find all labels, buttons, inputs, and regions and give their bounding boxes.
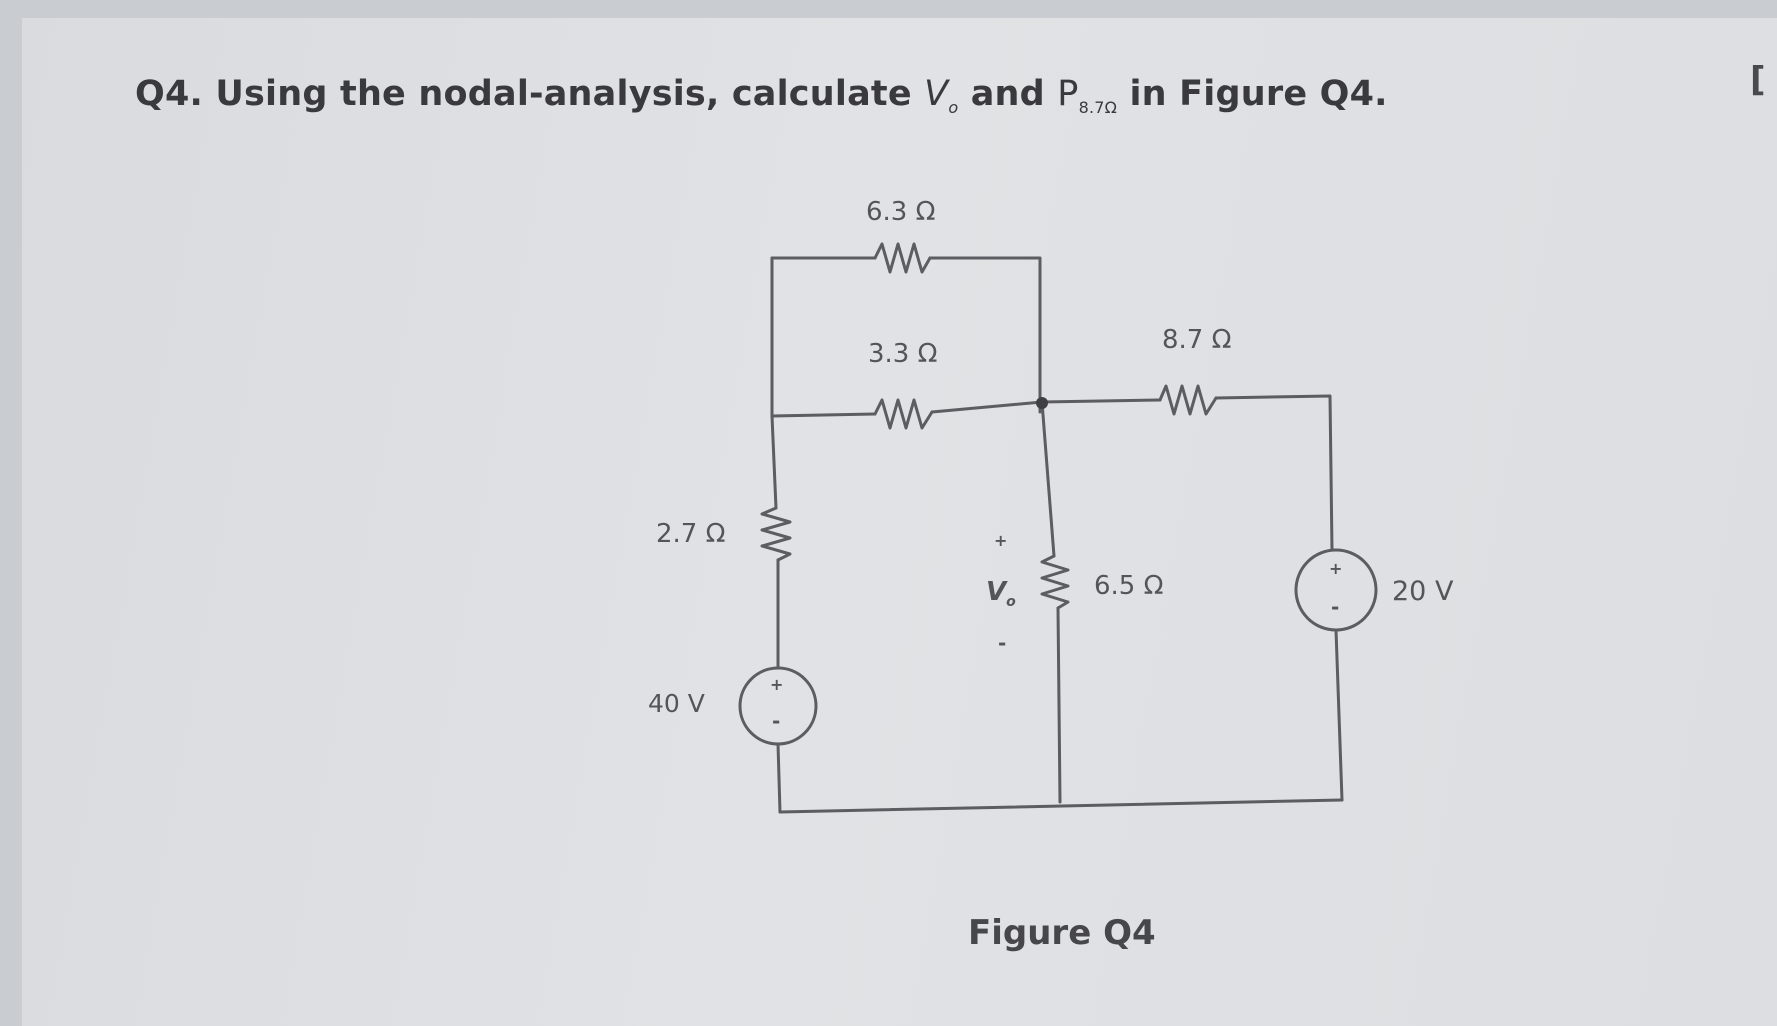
wire-mid-right-a	[1040, 398, 1162, 404]
document-sheet	[22, 18, 1777, 1026]
vo-label: Vo	[986, 577, 1016, 610]
label-20v: 20 V	[1392, 576, 1454, 607]
wire-left-a	[770, 414, 778, 510]
vo-plus: +	[994, 531, 1007, 550]
label-6-3: 6.3 Ω	[866, 197, 935, 227]
vo-symbol: Vo	[924, 74, 959, 117]
label-2-7: 2.7 Ω	[656, 519, 725, 549]
resistor-2-7	[760, 506, 792, 562]
src-left-plus: +	[770, 675, 783, 694]
src-left-minus: -	[772, 709, 780, 733]
question-text: Q4. Using the nodal-analysis, calculate …	[135, 74, 1388, 117]
vo-minus: -	[998, 631, 1006, 655]
wire-mid-right-b	[1214, 394, 1334, 552]
question-text-a: Using the nodal-analysis, calculate	[215, 74, 912, 114]
wire-center-b	[1056, 606, 1062, 804]
wire-top-right	[928, 256, 1042, 414]
label-6-5: 6.5 Ω	[1094, 571, 1163, 601]
wire-center-a	[1040, 400, 1056, 558]
wire-left-c	[776, 742, 782, 814]
label-40v: 40 V	[648, 689, 705, 718]
src-right-plus: +	[1329, 559, 1342, 578]
resistor-8-7	[1158, 384, 1218, 416]
src-right-minus: -	[1331, 595, 1339, 619]
figure-caption: Figure Q4	[968, 913, 1156, 953]
wire-top	[770, 256, 877, 270]
label-3-3: 3.3 Ω	[868, 339, 937, 369]
question-text-b: and	[970, 74, 1045, 114]
wire-bottom	[778, 798, 1344, 814]
resistor-6-5	[1040, 554, 1070, 610]
wire-right-b	[1334, 628, 1344, 802]
node-dot	[1036, 397, 1048, 409]
wire-mid-left	[770, 412, 877, 418]
resistor-6-3	[873, 242, 932, 274]
question-number: Q4.	[135, 74, 204, 114]
resistor-3-3	[873, 398, 934, 430]
label-8-7: 8.7 Ω	[1162, 325, 1231, 355]
power-symbol: P8.7Ω	[1057, 74, 1118, 117]
question-text-c: in Figure Q4.	[1129, 74, 1388, 114]
wire-mid-center	[930, 400, 1044, 414]
corner-bracket: [	[1750, 60, 1766, 100]
